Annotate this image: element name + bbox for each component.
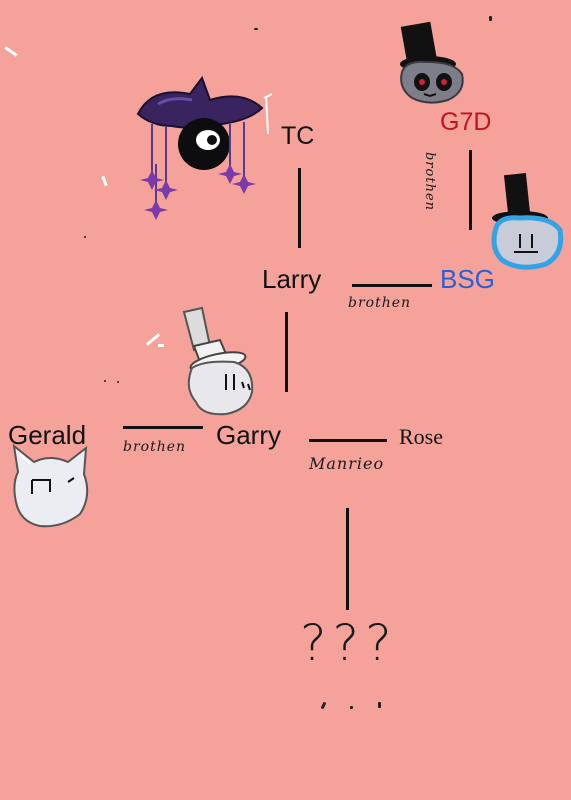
g7d-drawing [400,21,464,104]
relation-gerald-garry: brothen [123,439,187,455]
mark [378,702,381,708]
mark [350,706,353,709]
mark [254,28,258,30]
gerald-drawing [12,443,89,528]
mark [117,381,119,383]
tc-drawing [136,75,273,220]
node-larry: Larry [262,264,322,294]
speck [4,46,18,57]
mark [104,380,106,382]
line-larry-garry [285,312,288,392]
line-parents-child [346,508,349,610]
mark [489,16,492,21]
node-unknown: ??? [300,614,398,672]
line-larry-bsg [352,284,432,287]
line-gerald-garry [123,426,203,429]
speck [101,175,108,187]
line-g7d-bsg [469,150,472,230]
mark [320,701,327,710]
relation-larry-bsg: brothen [348,295,412,311]
mark [84,236,86,238]
node-rose: Rose [399,424,443,449]
node-g7d: G7D [440,108,492,136]
relation-g7d-bsg: brothen [422,151,438,212]
garry-drawing [182,306,254,416]
node-gerald: Gerald [8,420,87,450]
relation-garry-rose: Manrieo [309,454,385,473]
node-tc: TC [281,122,315,150]
speck [158,344,164,347]
line-tc-larry [298,168,301,248]
bsg-drawing [491,172,564,270]
node-bsg: BSG [440,264,495,294]
line-garry-rose [309,439,387,442]
node-garry: Garry [216,420,281,450]
